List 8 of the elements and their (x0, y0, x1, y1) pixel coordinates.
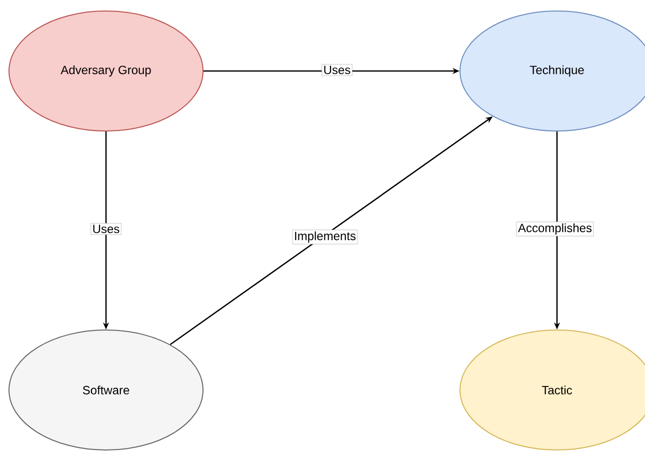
ellipse-node: Software (8, 329, 204, 450)
edge-label: Implements (292, 230, 358, 244)
ellipse-node: Adversary Group (8, 10, 204, 132)
ellipse-node: Tactic (460, 329, 645, 450)
ellipse-node: Technique (460, 10, 645, 132)
edge-label: Uses (322, 64, 352, 76)
edge-label: Accomplishes (516, 222, 594, 236)
edge-label: Uses (90, 223, 122, 235)
